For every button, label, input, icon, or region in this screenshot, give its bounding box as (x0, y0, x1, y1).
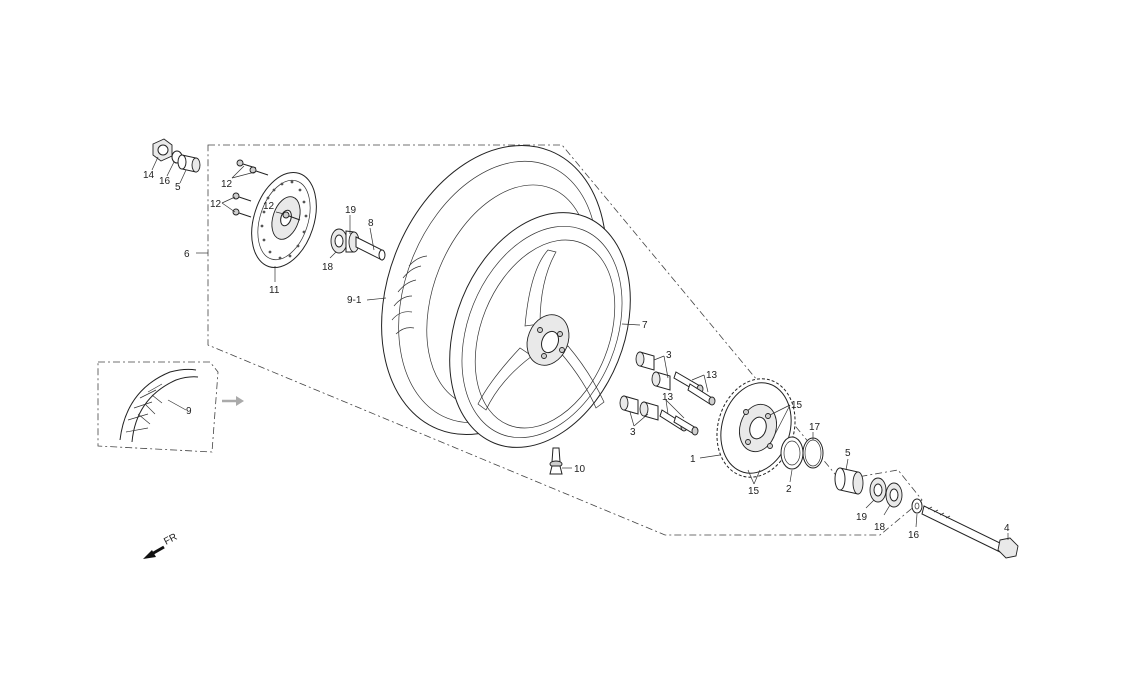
callout-8: 8 (368, 218, 374, 229)
leader-lines (151, 156, 1009, 540)
callout-15: 15 (748, 486, 760, 497)
callout-17: 17 (809, 422, 821, 433)
spacer-right (834, 467, 864, 495)
spacer-left (177, 154, 201, 173)
callout-13: 13 (662, 392, 674, 403)
callout-3: 3 (666, 350, 672, 361)
callout-11: 11 (269, 285, 280, 296)
callout-16: 16 (159, 176, 171, 187)
rear-axle (921, 505, 1019, 559)
callout-10: 10 (574, 464, 586, 475)
bearing-right (869, 477, 887, 503)
washer-right (911, 498, 923, 514)
front-direction-label: FR (162, 532, 179, 548)
sprocket (716, 378, 796, 478)
circlip (802, 437, 824, 469)
callout-14: 14 (143, 170, 155, 181)
brake-disc (251, 171, 317, 269)
callout-7: 7 (642, 320, 648, 331)
callout-12: 12 (221, 179, 233, 190)
collar-right (885, 482, 903, 508)
callout-6: 6 (184, 249, 190, 260)
callout-labels: 14 16 5 12 12 12 6 11 19 8 18 9-1 7 9 3 … (143, 170, 1010, 541)
callout-12: 12 (210, 199, 222, 210)
callout-5: 5 (175, 182, 181, 193)
assembly-outline (207, 144, 923, 536)
hub-collar-and-shaft (330, 228, 386, 261)
front-direction-arrow-icon (143, 545, 165, 559)
callout-18: 18 (322, 262, 334, 273)
sprocket-collar (780, 436, 804, 470)
callout-2: 2 (786, 484, 792, 495)
callout-5: 5 (845, 448, 851, 459)
detail-arrow-icon (222, 396, 244, 406)
sprocket-studs (659, 371, 716, 436)
callout-16: 16 (908, 530, 920, 541)
callout-4: 4 (1004, 523, 1010, 534)
tread-detail-inset (97, 361, 219, 453)
rim (449, 212, 631, 448)
callout-12: 12 (263, 201, 275, 212)
callout-15: 15 (791, 400, 803, 411)
callout-9-1: 9-1 (347, 295, 362, 306)
callout-13: 13 (706, 370, 718, 381)
axle-nut-left (152, 138, 173, 162)
callout-3: 3 (630, 427, 636, 438)
callout-1: 1 (690, 454, 696, 465)
callout-9: 9 (186, 406, 192, 417)
tire-valve (549, 447, 563, 475)
callout-18: 18 (874, 522, 886, 533)
sprocket-spacers (619, 351, 671, 421)
callout-19: 19 (345, 205, 357, 216)
callout-19: 19 (856, 512, 868, 523)
